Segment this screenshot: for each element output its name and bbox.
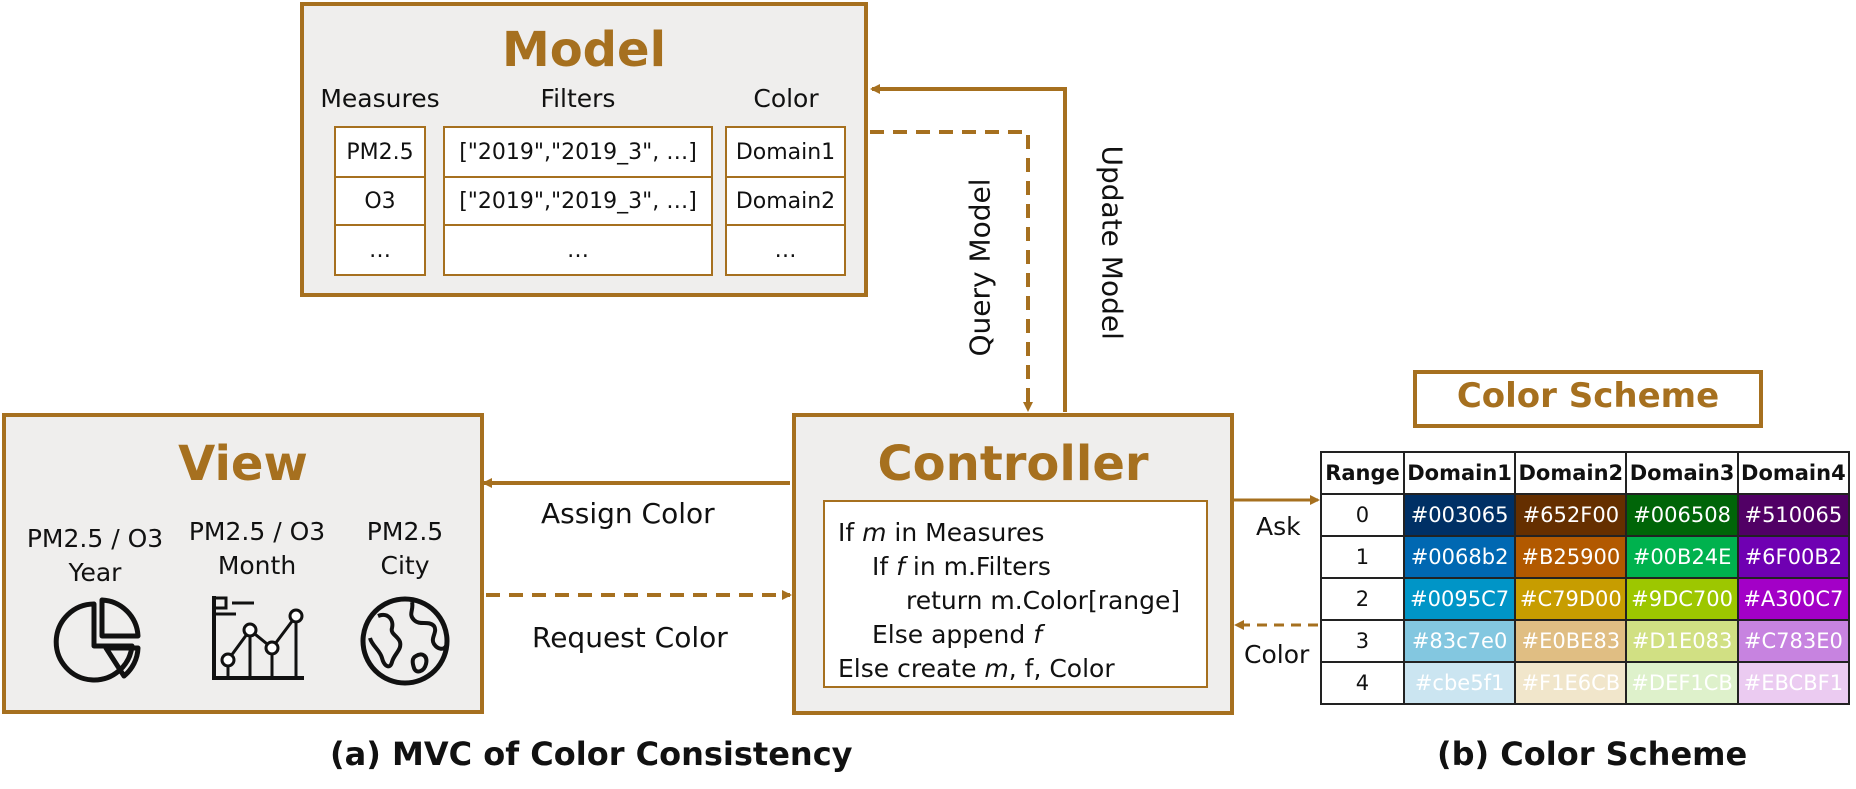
color-swatch-cell: #DEF1CB <box>1625 661 1739 705</box>
color-swatch-cell: #D1E083 <box>1625 619 1739 663</box>
header-cell: Domain3 <box>1625 451 1739 495</box>
color-header: Color <box>753 84 819 113</box>
header-cell: Domain2 <box>1514 451 1628 495</box>
color-swatch-cell: #C79D00 <box>1514 577 1628 621</box>
request-color-label: Request Color <box>532 621 728 654</box>
color-cell: Domain1 <box>725 126 846 178</box>
code-line-1: If m in Measures <box>838 518 1045 547</box>
range-cell: 0 <box>1320 493 1405 537</box>
code-line-4: Else append f <box>872 620 1043 649</box>
controller-code-box <box>823 500 1208 688</box>
range-cell: 3 <box>1320 619 1405 663</box>
measures-header: Measures <box>320 84 440 113</box>
color-scheme-header-row: Range Domain1 Domain2 Domain3 Domain4 <box>1320 451 1851 495</box>
color-swatch-cell: #E0BE83 <box>1514 619 1628 663</box>
assign-color-label: Assign Color <box>541 497 715 530</box>
color-scheme-row: 4#cbe5f1#F1E6CB#DEF1CB#EBCBF1 <box>1320 661 1851 705</box>
color-scheme-row: 0#003065#652F00#006508#510065 <box>1320 493 1851 537</box>
measure-cell: O3 <box>334 176 426 226</box>
caption-b: (b) Color Scheme <box>1437 735 1748 773</box>
color-swatch-cell: #A300C7 <box>1736 577 1851 621</box>
color-swatch-cell: #C783E0 <box>1736 619 1851 663</box>
color-scheme-title: Color Scheme <box>1456 376 1720 416</box>
controller-title: Controller <box>877 436 1149 492</box>
view-title: View <box>178 436 308 492</box>
filter-cell: … <box>443 224 713 276</box>
color-scheme-table: Range Domain1 Domain2 Domain3 Domain4 0#… <box>1320 451 1851 705</box>
color-swatch-cell: #6F00B2 <box>1736 535 1851 579</box>
measure-cell: PM2.5 <box>334 126 426 178</box>
color-label: Color <box>1244 640 1310 669</box>
color-swatch-cell: #9DC700 <box>1625 577 1739 621</box>
filters-header: Filters <box>540 84 616 113</box>
color-swatch-cell: #0068b2 <box>1402 535 1517 579</box>
model-title: Model <box>501 22 667 78</box>
color-swatch-cell: #00B24E <box>1625 535 1739 579</box>
query-model-arrow <box>870 130 1033 412</box>
update-model-label: Update Model <box>1095 145 1129 340</box>
query-model-label: Query Model <box>963 178 997 357</box>
color-swatch-cell: #F1E6CB <box>1514 661 1628 705</box>
code-line-5: Else create m, f, Color <box>838 654 1115 683</box>
pie-chart-icon <box>53 597 141 683</box>
color-swatch-cell: #006508 <box>1625 493 1739 537</box>
color-swatch-cell: #cbe5f1 <box>1402 661 1517 705</box>
color-cell: Domain2 <box>725 176 846 226</box>
range-cell: 1 <box>1320 535 1405 579</box>
update-model-arrow <box>870 84 1067 412</box>
color-swatch-cell: #510065 <box>1736 493 1851 537</box>
color-swatch-cell: #0095C7 <box>1402 577 1517 621</box>
line-chart-icon <box>212 596 304 680</box>
color-scheme-title-box <box>1413 370 1763 428</box>
color-scheme-row: 3#83c7e0#E0BE83#D1E083#C783E0 <box>1320 619 1851 663</box>
color-swatch-cell: #83c7e0 <box>1402 619 1517 663</box>
ask-label: Ask <box>1256 512 1301 541</box>
code-line-3: return m.Color[range] <box>906 586 1181 615</box>
color-swatch-cell: #652F00 <box>1514 493 1628 537</box>
color-swatch-cell: #003065 <box>1402 493 1517 537</box>
measure-cell: … <box>334 224 426 276</box>
header-cell: Domain1 <box>1402 451 1517 495</box>
code-line-2: If f in m.Filters <box>872 552 1051 581</box>
color-scheme-row: 1#0068b2#B25900#00B24E#6F00B2 <box>1320 535 1851 579</box>
globe-icon <box>360 596 450 686</box>
range-cell: 2 <box>1320 577 1405 621</box>
filter-cell: ["2019","2019_3", …] <box>443 176 713 226</box>
header-cell: Domain4 <box>1736 451 1851 495</box>
color-scheme-row: 2#0095C7#C79D00#9DC700#A300C7 <box>1320 577 1851 621</box>
color-cell: … <box>725 224 846 276</box>
range-cell: 4 <box>1320 661 1405 705</box>
header-cell: Range <box>1320 451 1405 495</box>
view-box <box>2 413 484 714</box>
caption-a: (a) MVC of Color Consistency <box>330 735 853 773</box>
filter-cell: ["2019","2019_3", …] <box>443 126 713 178</box>
color-swatch-cell: #B25900 <box>1514 535 1628 579</box>
color-swatch-cell: #EBCBF1 <box>1736 661 1851 705</box>
